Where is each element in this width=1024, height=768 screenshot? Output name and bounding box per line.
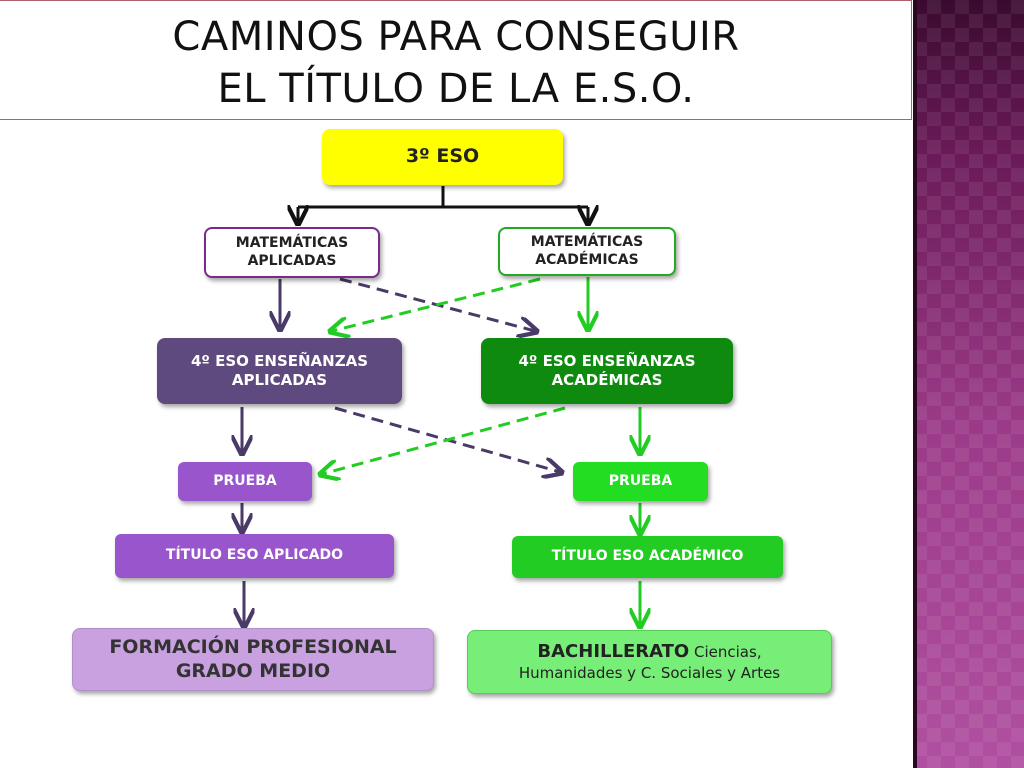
fp-line1: FORMACIÓN PROFESIONAL [109,635,397,658]
box-prueba-aplicada: PRUEBA [178,462,312,501]
mat-aplicadas-line1: MATEMÁTICAS [235,235,349,251]
box-prueba-academica: PRUEBA [573,462,708,501]
box-bachillerato: BACHILLERATO Ciencias, Humanidades y C. … [467,630,832,694]
bachillerato-strong: BACHILLERATO [537,641,690,663]
titulo-academico-label: TÍTULO ESO ACADÉMICO [551,548,744,565]
eso4-aplicadas-line1: 4º ESO ENSEÑANZAS [191,352,368,371]
box-3-eso: 3º ESO [322,129,563,185]
prueba-academica-label: PRUEBA [608,472,673,489]
title-box [0,0,912,120]
flow-arrows [0,186,912,768]
box-titulo-eso-academico: TÍTULO ESO ACADÉMICO [512,536,783,578]
box-formacion-profesional: FORMACIÓN PROFESIONAL GRADO MEDIO [72,628,434,691]
box-matematicas-aplicadas: MATEMÁTICAS APLICADAS [204,227,380,278]
titulo-aplicado-label: TÍTULO ESO APLICADO [165,547,344,564]
box-4-eso-aplicadas: 4º ESO ENSEÑANZAS APLICADAS [157,338,402,404]
box-titulo-eso-aplicado: TÍTULO ESO APLICADO [115,534,394,578]
bachillerato-line2: Humanidades y C. Sociales y Artes [518,663,781,682]
box-4-eso-academicas: 4º ESO ENSEÑANZAS ACADÉMICAS [481,338,733,404]
eso4-aplicadas-line2: APLICADAS [231,371,328,389]
page-title-line-1: CAMINOS PARA CONSEGUIR [172,14,740,60]
dashed-mat-academicas-to-4eso-aplicadas [332,277,541,331]
mat-academicas-line2: ACADÉMICAS [535,251,639,268]
bachillerato-rest: Ciencias, [689,643,762,662]
mat-academicas-line1: MATEMÁTICAS [530,234,644,250]
eso4-academicas-line1: 4º ESO ENSEÑANZAS [518,352,696,371]
dashed-4eso-academicas-to-prueba-aplicada [322,406,566,474]
box-3-eso-label: 3º ESO [405,145,480,168]
decorative-side-panel [913,0,1024,768]
prueba-aplicada-label: PRUEBA [213,472,277,489]
page-title-line-2: EL TÍTULO DE LA E.S.O. [217,66,695,112]
eso4-academicas-line2: ACADÉMICAS [551,371,663,389]
bachillerato-line1: BACHILLERATO Ciencias, [537,641,761,664]
box-matematicas-academicas: MATEMÁTICAS ACADÉMICAS [498,227,676,276]
mat-aplicadas-line2: APLICADAS [247,252,337,269]
side-panel-edge [913,0,917,768]
fp-line2: GRADO MEDIO [175,659,331,682]
